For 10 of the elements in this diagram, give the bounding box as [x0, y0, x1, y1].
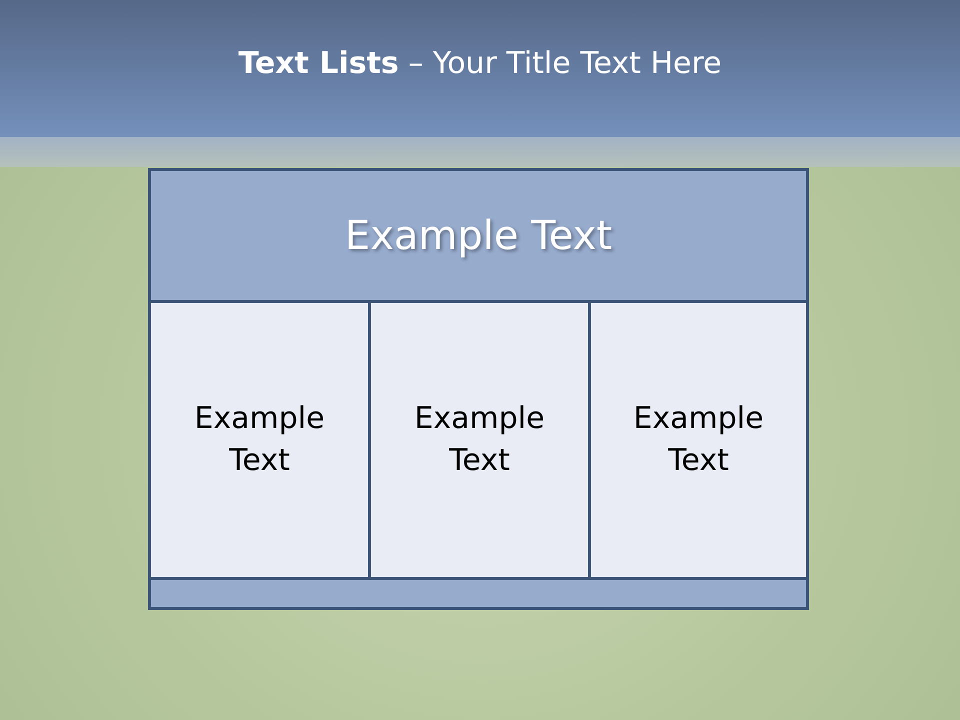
- panel-text: Example Text: [413, 400, 546, 480]
- panel-text: Example Text: [193, 400, 326, 480]
- header-text: Example Text: [344, 212, 612, 258]
- slide-title: Text Lists – Your Title Text Here: [238, 46, 722, 81]
- text-panel: [588, 300, 809, 580]
- text-panel: [148, 300, 371, 580]
- panel-text: Example Text: [632, 400, 765, 480]
- footer-bar: [148, 577, 809, 610]
- text-panel: [368, 300, 591, 580]
- header-band: [148, 168, 809, 303]
